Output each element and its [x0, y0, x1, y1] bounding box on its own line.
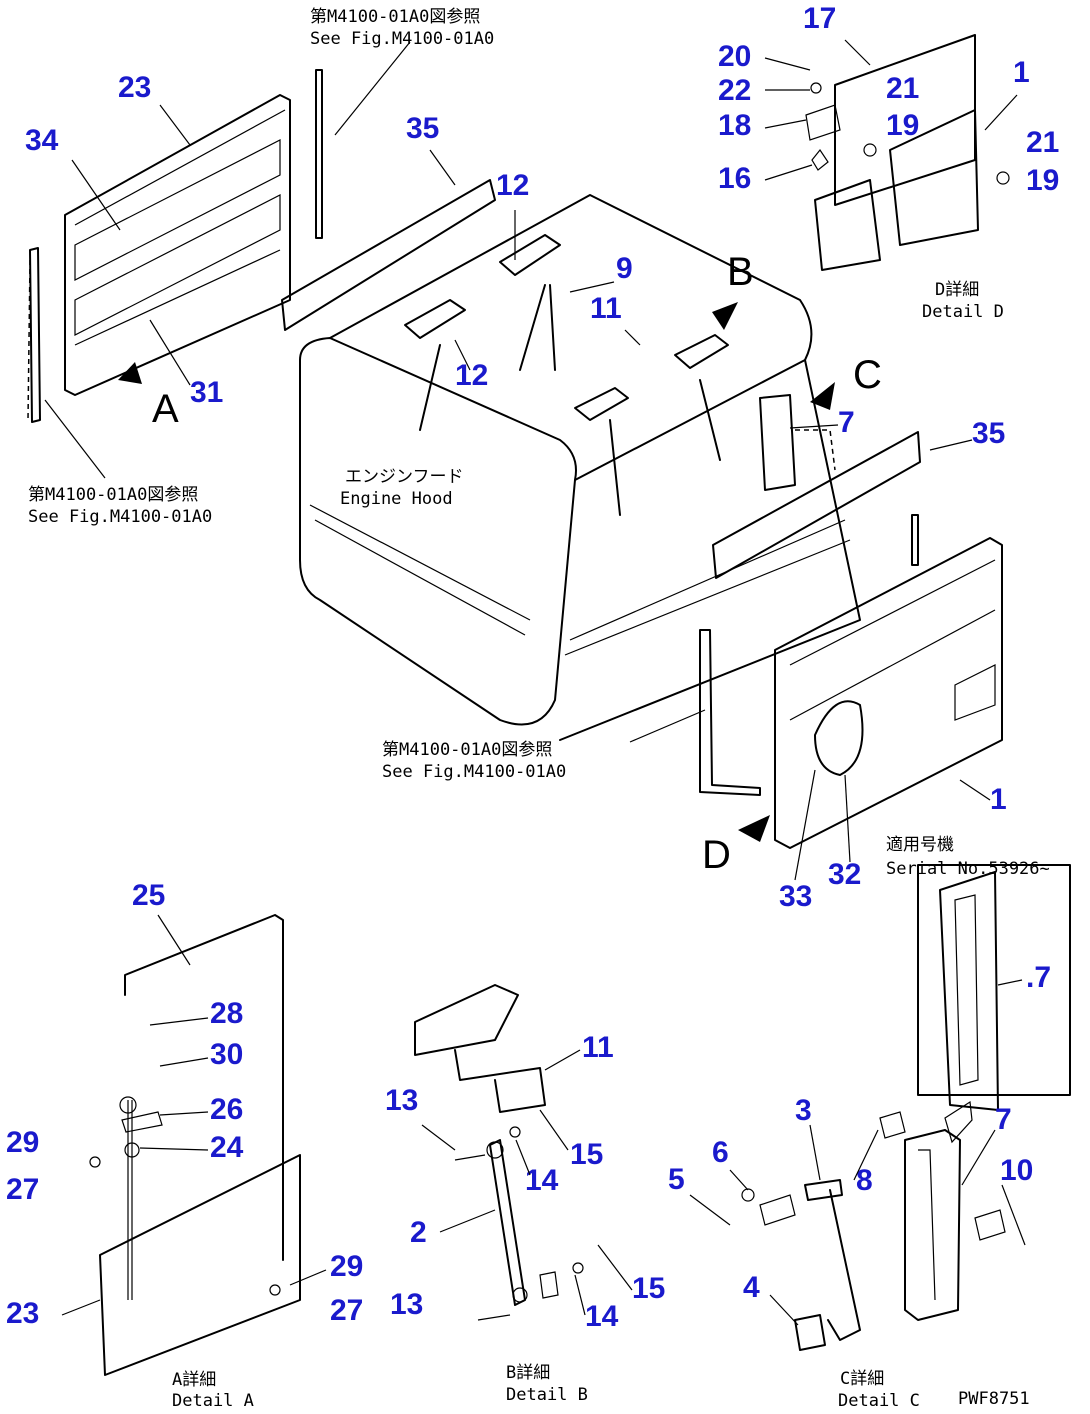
callout-35: 35	[972, 417, 1005, 450]
hood-seal-strip-35-top	[281, 179, 496, 331]
detail-d-label-jp: D詳細	[935, 280, 979, 300]
callout-23: 23	[118, 71, 151, 104]
callout-11: 11	[582, 1031, 614, 1064]
callout-leader-lines	[61, 39, 1026, 1326]
callout-6: 6	[712, 1136, 729, 1169]
callout-26: 26	[210, 1093, 243, 1126]
callout-21: 21	[1026, 126, 1059, 159]
callout-34: 34	[25, 124, 59, 157]
callout-7: 7	[995, 1103, 1012, 1136]
rod-near-right-door	[911, 514, 919, 566]
callout-20: 20	[718, 40, 751, 73]
detail-c-label-jp: C詳細	[840, 1369, 884, 1389]
ref-note-mid-jp: 第M4100-01A0図参照	[382, 740, 552, 760]
view-letter-c: C	[853, 353, 882, 397]
callout-13: 13	[390, 1288, 423, 1321]
serial-latch-7	[939, 871, 999, 1111]
ref-note-mid-en: See Fig.M4100-01A0	[382, 762, 566, 782]
callout-16: 16	[718, 162, 751, 195]
callout-31: 31	[190, 376, 223, 409]
ref-note-left-en: See Fig.M4100-01A0	[28, 507, 212, 527]
callout-15: 15	[632, 1272, 665, 1305]
leader-ref-top	[334, 41, 411, 136]
leader-ref-left	[44, 399, 106, 479]
ref-note-top-jp: 第M4100-01A0図参照	[310, 7, 480, 27]
hood-hinges	[404, 234, 729, 421]
diagram-notes: 第M4100-01A0図参照 See Fig.M4100-01A0 第M4100…	[28, 7, 1050, 1411]
detail-a-label-en: Detail A	[172, 1391, 254, 1411]
callout-23: 23	[6, 1297, 39, 1330]
callout-7: 7	[838, 406, 855, 439]
callout-27: 27	[6, 1173, 39, 1206]
engine-hood-body	[299, 194, 861, 741]
view-letter-d: D	[702, 833, 731, 877]
serial-label-jp: 適用号機	[886, 835, 954, 855]
ref-note-top-en: See Fig.M4100-01A0	[310, 29, 494, 49]
callout-1: 1	[1013, 56, 1030, 89]
right-side-door-assembly	[774, 537, 1003, 849]
hood-label-jp: エンジンフード	[345, 467, 464, 487]
hood-seal-strip-35-right	[712, 431, 921, 579]
callout-1: 1	[990, 783, 1007, 816]
ref-note-left-jp: 第M4100-01A0図参照	[28, 485, 198, 505]
callout-8: 8	[856, 1164, 873, 1197]
callout-24: 24	[210, 1131, 244, 1164]
hood-label-en: Engine Hood	[340, 489, 453, 509]
callout-29: 29	[6, 1126, 39, 1159]
callout-3: 3	[795, 1094, 812, 1127]
callout-33: 33	[779, 880, 812, 913]
view-letters: A B C D	[152, 250, 882, 877]
callout-14: 14	[585, 1300, 619, 1333]
callout-30: 30	[210, 1038, 243, 1071]
view-letter-b: B	[727, 250, 754, 294]
callout-19: 19	[886, 109, 919, 142]
callout-15: 15	[570, 1138, 603, 1171]
detail-d-parts	[805, 34, 1010, 271]
detail-b-parts	[414, 984, 584, 1321]
callout-27: 27	[330, 1294, 363, 1327]
hood-gas-springs	[419, 284, 721, 516]
view-arrows	[118, 302, 835, 842]
detail-b-label-jp: B詳細	[506, 1363, 550, 1383]
callout-7: .7	[1026, 961, 1051, 994]
callout-19: 19	[1026, 164, 1059, 197]
callout-29: 29	[330, 1250, 363, 1283]
detail-c-label-en: Detail C	[838, 1391, 920, 1411]
detail-d-label-en: Detail D	[922, 302, 1004, 322]
door-seal-strip-top	[315, 69, 323, 239]
leader-ref-mid	[629, 709, 706, 743]
serial-label-en: Serial No.53926~	[886, 859, 1050, 879]
callout-5: 5	[668, 1163, 685, 1196]
callout-28: 28	[210, 997, 243, 1030]
hood-latch-7	[759, 394, 796, 491]
serial-detail-box	[917, 864, 1071, 1096]
callout-35: 35	[406, 112, 439, 145]
detail-b-label-en: Detail B	[506, 1385, 588, 1405]
callout-11: 11	[590, 292, 622, 325]
callout-21: 21	[886, 72, 919, 105]
callout-2: 2	[410, 1216, 427, 1249]
callout-17: 17	[803, 2, 836, 35]
callout-22: 22	[718, 74, 751, 107]
callout-labels: 17 20 22 18 16 1 21 19 21 19 23 34 31 35…	[6, 2, 1059, 1333]
door-seal-strip-right	[699, 629, 761, 796]
detail-a-label-jp: A詳細	[172, 1370, 216, 1390]
callout-12: 12	[496, 169, 529, 202]
callout-14: 14	[525, 1164, 559, 1197]
view-letter-a: A	[152, 387, 179, 431]
callout-9: 9	[616, 252, 633, 285]
detail-a-parts	[89, 914, 301, 1376]
callout-12: 12	[455, 359, 488, 392]
left-side-door-assembly	[27, 94, 291, 423]
callout-18: 18	[718, 109, 751, 142]
callout-13: 13	[385, 1084, 418, 1117]
callout-4: 4	[743, 1271, 760, 1304]
callout-32: 32	[828, 858, 861, 891]
detail-c-parts	[741, 1100, 1006, 1351]
callout-10: 10	[1000, 1154, 1033, 1187]
callout-25: 25	[132, 879, 165, 912]
drawing-number: PWF8751	[958, 1389, 1030, 1409]
